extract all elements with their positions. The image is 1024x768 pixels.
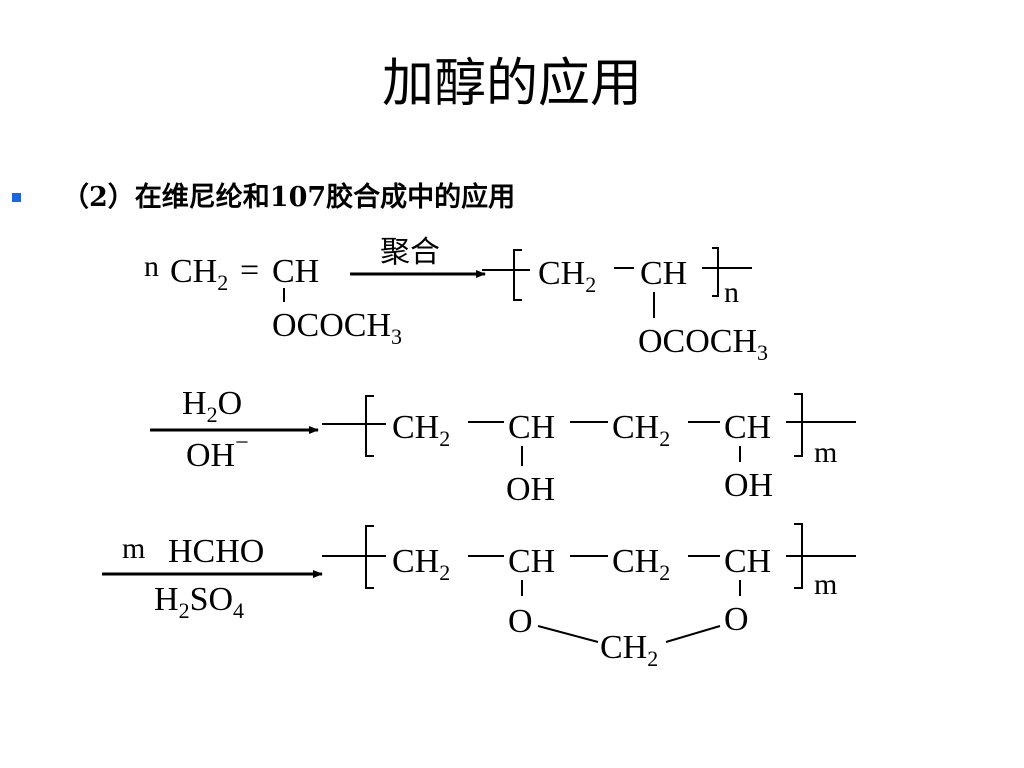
r1-ch2: CH2 (170, 253, 228, 295)
r3-ring-bond-right (665, 625, 721, 643)
r1-product-ch: CH (640, 255, 687, 292)
slide-title: 加醇的应用 (381, 54, 642, 114)
r3-bridge-ch2: CH2 (600, 629, 658, 671)
r3-left-bracket (365, 525, 374, 589)
r2-right-bracket (794, 393, 803, 457)
r1-left-bracket (513, 249, 522, 301)
r3-repeat-index: m (814, 568, 837, 601)
r2-condition: OH− (186, 430, 249, 474)
r3-catalyst: H2SO4 (154, 581, 244, 623)
r1-arrow-label: 聚合 (380, 235, 440, 270)
reaction-1-polymerization: n CH2 = CH OCOCH3 聚合 CH2 CH OCOCH3 n (144, 235, 768, 365)
r3-reagent: HCHO (168, 533, 264, 570)
r1-product-ch2: CH2 (538, 255, 596, 297)
r2-ch2-1: CH2 (392, 409, 450, 451)
r1-right-bracket (712, 247, 719, 297)
r3-ch-1: CH (508, 543, 555, 580)
r3-coefficient: m (122, 532, 145, 565)
r2-ch2-2: CH2 (612, 409, 670, 451)
r2-oh-1: OH (506, 471, 555, 508)
r3-ch-2: CH (724, 543, 771, 580)
r3-o-1: O (508, 603, 533, 640)
r1-double-bond: = (240, 252, 259, 289)
r2-reagent: H2O (182, 385, 242, 427)
r1-coefficient: n (144, 250, 159, 283)
r1-ch: CH (272, 253, 319, 290)
r2-ch-2: CH (724, 409, 771, 446)
reaction-2-hydrolysis: H2O OH− CH2 CH OH CH2 CH OH m (150, 385, 856, 508)
r3-ch2-2: CH2 (612, 543, 670, 585)
r1-product-substituent: OCOCH3 (638, 323, 768, 365)
r1-repeat-index: n (724, 276, 739, 309)
r2-repeat-index: m (814, 436, 837, 469)
r3-ring-bond-left (537, 625, 599, 643)
r3-ch2-1: CH2 (392, 543, 450, 585)
reaction-3-acetalization: m HCHO H2SO4 CH2 CH O CH2 CH O CH2 m (102, 523, 856, 671)
r3-o-2: O (724, 601, 749, 638)
r2-left-bracket (365, 395, 374, 457)
r1-substituent: OCOCH3 (272, 307, 402, 349)
r2-oh-2: OH (724, 467, 773, 504)
r2-ch-1: CH (508, 409, 555, 446)
bullet-text: （2）在维尼纶和107胶合成中的应用 (62, 182, 516, 213)
bullet-square-icon (12, 193, 21, 202)
